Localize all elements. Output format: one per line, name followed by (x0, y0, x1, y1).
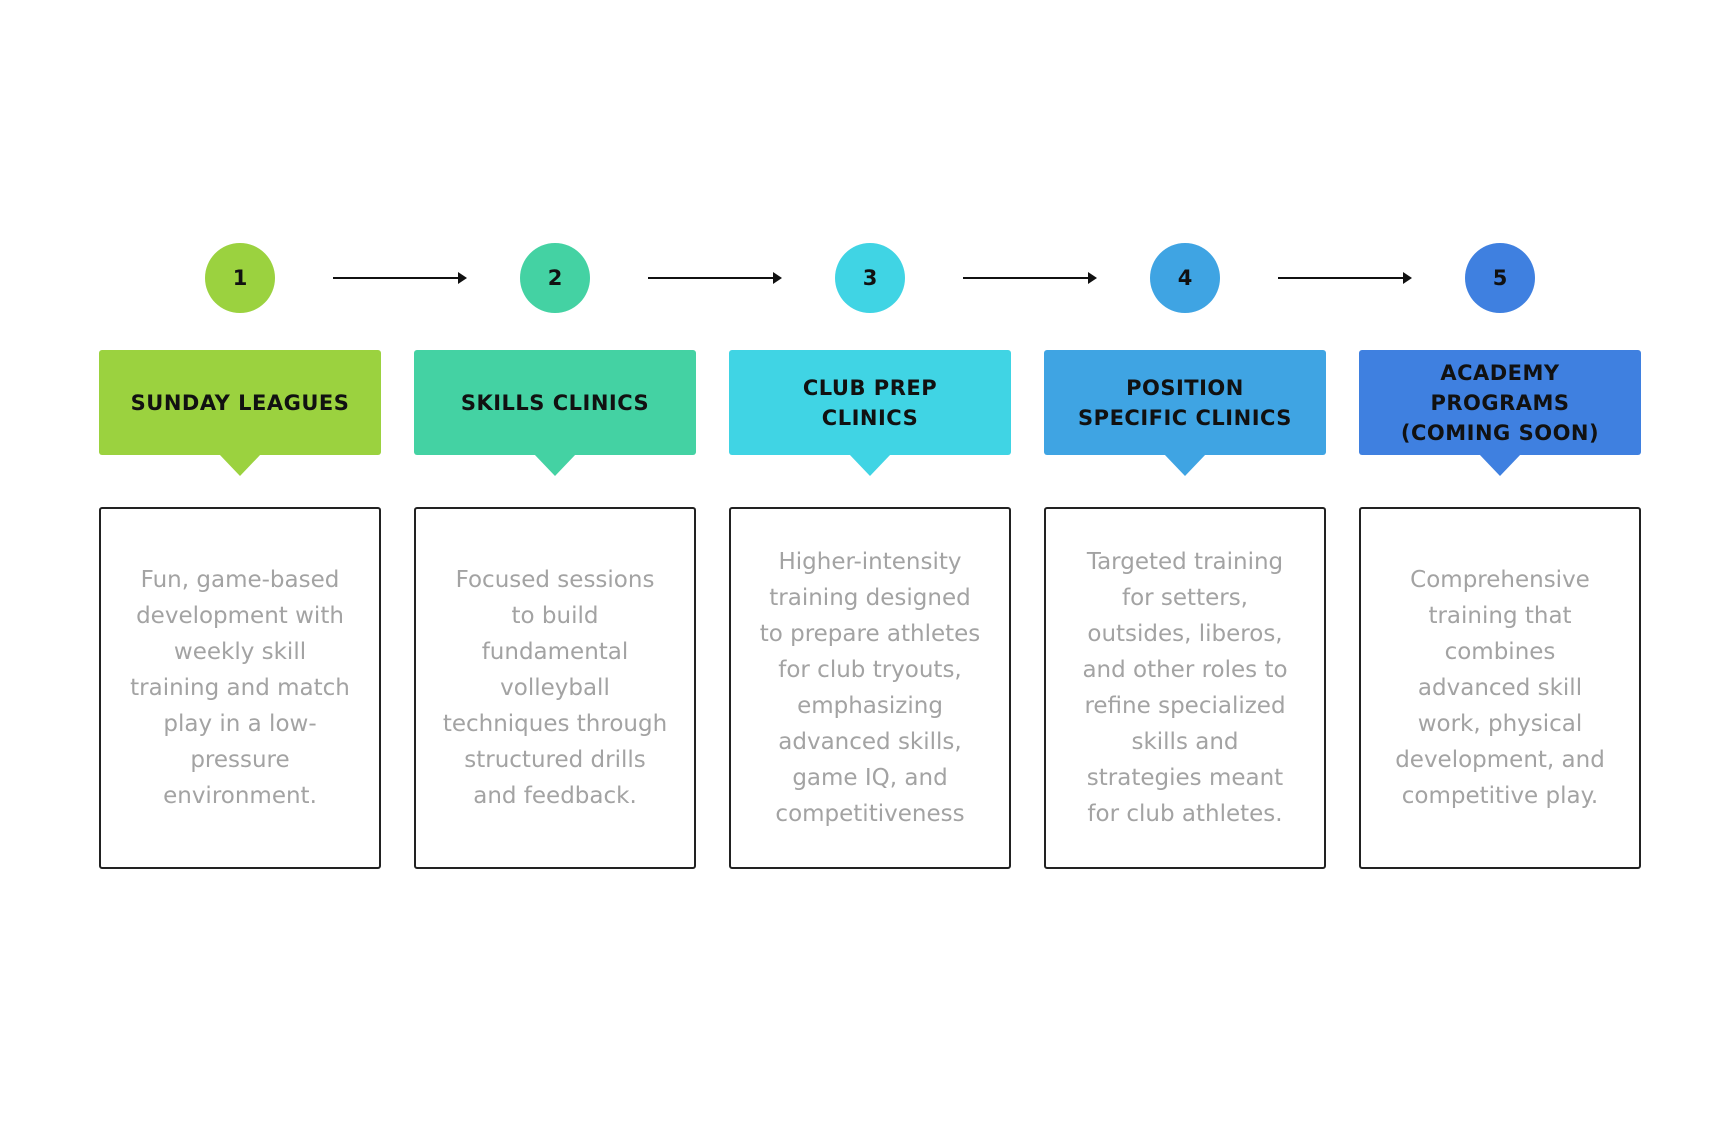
step-description-box: Fun, game-based development with weekly … (99, 507, 381, 869)
step-description-box: Focused sessions to build fundamental vo… (414, 507, 696, 869)
step-label: SUNDAY LEAGUES (131, 388, 350, 418)
step-label: SKILLS CLINICS (461, 388, 649, 418)
step-label-line: SUNDAY LEAGUES (130, 390, 350, 415)
step-label-line: CLUB PREP (802, 375, 938, 400)
step-label: POSITION SPECIFIC CLINICS (1078, 373, 1292, 433)
step-description: Focused sessions to build fundamental vo… (442, 567, 668, 809)
step-label-line: POSITION (1126, 375, 1244, 400)
step-description-box: Targeted training for setters, outsides,… (1044, 507, 1326, 869)
step-description: Targeted training for setters, outsides,… (1082, 549, 1288, 827)
step-label-box: ACADEMY PROGRAMS (COMING SOON) (1359, 350, 1641, 455)
step-label-box: CLUB PREP CLINICS (729, 350, 1011, 455)
step-label: CLUB PREP CLINICS (803, 373, 937, 433)
step-label: ACADEMY PROGRAMS (COMING SOON) (1401, 358, 1599, 448)
pointer-triangle (534, 454, 576, 476)
step-label-line: SPECIFIC CLINICS (1078, 405, 1292, 430)
step-label-line: SKILLS CLINICS (460, 390, 650, 415)
pointer-triangle (1479, 454, 1521, 476)
step-label-box: SUNDAY LEAGUES (99, 350, 381, 455)
step-number-circle: 3 (835, 243, 905, 313)
step-label-line: (COMING SOON) (1400, 420, 1600, 445)
step-label-box: POSITION SPECIFIC CLINICS (1044, 350, 1326, 455)
pointer-triangle (849, 454, 891, 476)
pointer-triangle (1164, 454, 1206, 476)
arrow-right-icon (963, 272, 1097, 284)
step-number-circle: 1 (205, 243, 275, 313)
arrow-right-icon (1278, 272, 1412, 284)
step-number-circle: 5 (1465, 243, 1535, 313)
step-description: Comprehensive training that combines adv… (1395, 567, 1605, 809)
arrow-right-icon (648, 272, 782, 284)
pointer-triangle (219, 454, 261, 476)
step-label-line: CLINICS (821, 405, 919, 430)
step-description: Fun, game-based development with weekly … (130, 567, 350, 809)
step-label-box: SKILLS CLINICS (414, 350, 696, 455)
step-label-line: PROGRAMS (1430, 390, 1570, 415)
step-description-box: Higher-intensity training designed to pr… (729, 507, 1011, 869)
step-number-circle: 4 (1150, 243, 1220, 313)
step-description-box: Comprehensive training that combines adv… (1359, 507, 1641, 869)
step-description: Higher-intensity training designed to pr… (759, 549, 981, 827)
step-label-line: ACADEMY (1440, 360, 1560, 385)
arrow-right-icon (333, 272, 467, 284)
step-number-circle: 2 (520, 243, 590, 313)
